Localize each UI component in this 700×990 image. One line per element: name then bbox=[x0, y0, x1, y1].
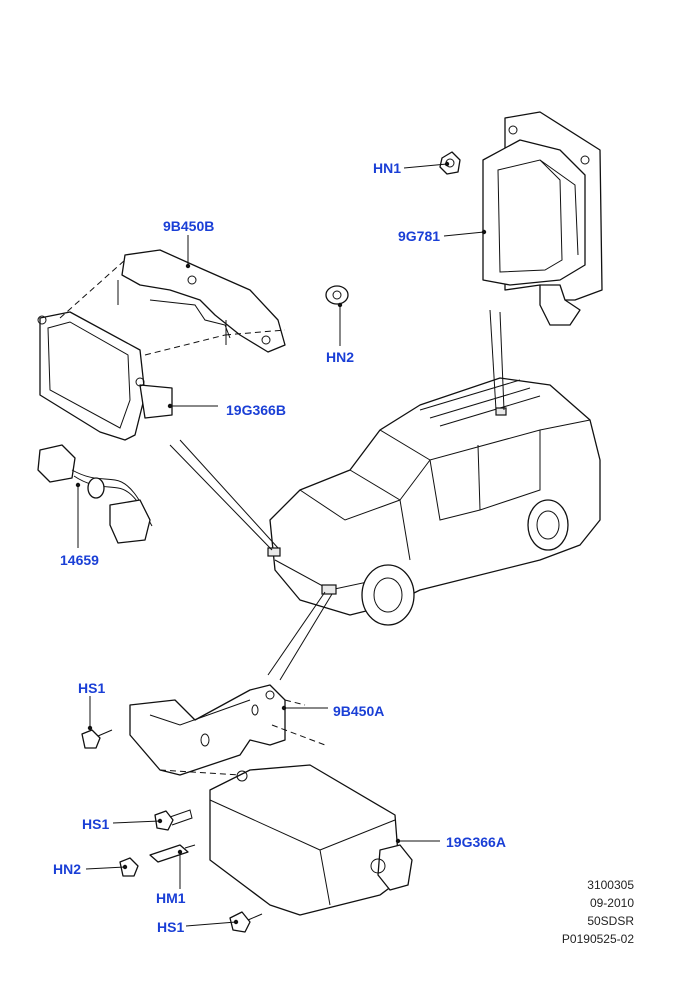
reference-code: 3100305 bbox=[587, 878, 634, 892]
callout-hm1[interactable]: HM1 bbox=[156, 890, 186, 906]
reference-illustration-id: P0190525-02 bbox=[561, 932, 634, 946]
callout-hs1-top[interactable]: HS1 bbox=[78, 680, 106, 696]
callout-hs1-bottom[interactable]: HS1 bbox=[157, 919, 185, 935]
module-9g781[interactable] bbox=[482, 111, 603, 326]
callout-9b450a[interactable]: 9B450A bbox=[333, 703, 385, 719]
reference-date: 09-2010 bbox=[589, 896, 634, 910]
bracket-9b450b[interactable] bbox=[117, 249, 286, 353]
bolt-hs1-lower[interactable] bbox=[229, 911, 263, 933]
bolt-hs1-middle[interactable] bbox=[154, 809, 193, 831]
stud-hm1[interactable] bbox=[149, 844, 196, 863]
callout-14659[interactable]: 14659 bbox=[60, 552, 99, 568]
callout-hn1[interactable]: HN1 bbox=[373, 160, 402, 176]
bracket-9b450a[interactable] bbox=[129, 684, 286, 776]
callout-9b450b[interactable]: 9B450B bbox=[163, 218, 215, 234]
wiring-harness-14659[interactable] bbox=[37, 444, 153, 544]
nut-hn1-top[interactable] bbox=[439, 151, 461, 175]
vehicle-illustration bbox=[267, 377, 601, 626]
callout-19g366b[interactable]: 19G366B bbox=[226, 402, 286, 418]
bolt-hs1-upper[interactable] bbox=[81, 729, 113, 749]
callout-hs1-mid[interactable]: HS1 bbox=[82, 816, 110, 832]
callout-hn2-top[interactable]: HN2 bbox=[326, 349, 355, 365]
callout-19g366a[interactable]: 19G366A bbox=[446, 834, 506, 850]
radar-sensor-19g366b[interactable] bbox=[37, 311, 173, 441]
radar-sensor-19g366a[interactable] bbox=[209, 764, 413, 916]
callout-hn2-bottom[interactable]: HN2 bbox=[53, 861, 82, 877]
callout-9g781[interactable]: 9G781 bbox=[398, 228, 441, 244]
nut-hn2-top[interactable] bbox=[325, 285, 349, 305]
nut-hn2-lower[interactable] bbox=[119, 857, 139, 877]
reference-model: 50SDSR bbox=[587, 914, 634, 928]
